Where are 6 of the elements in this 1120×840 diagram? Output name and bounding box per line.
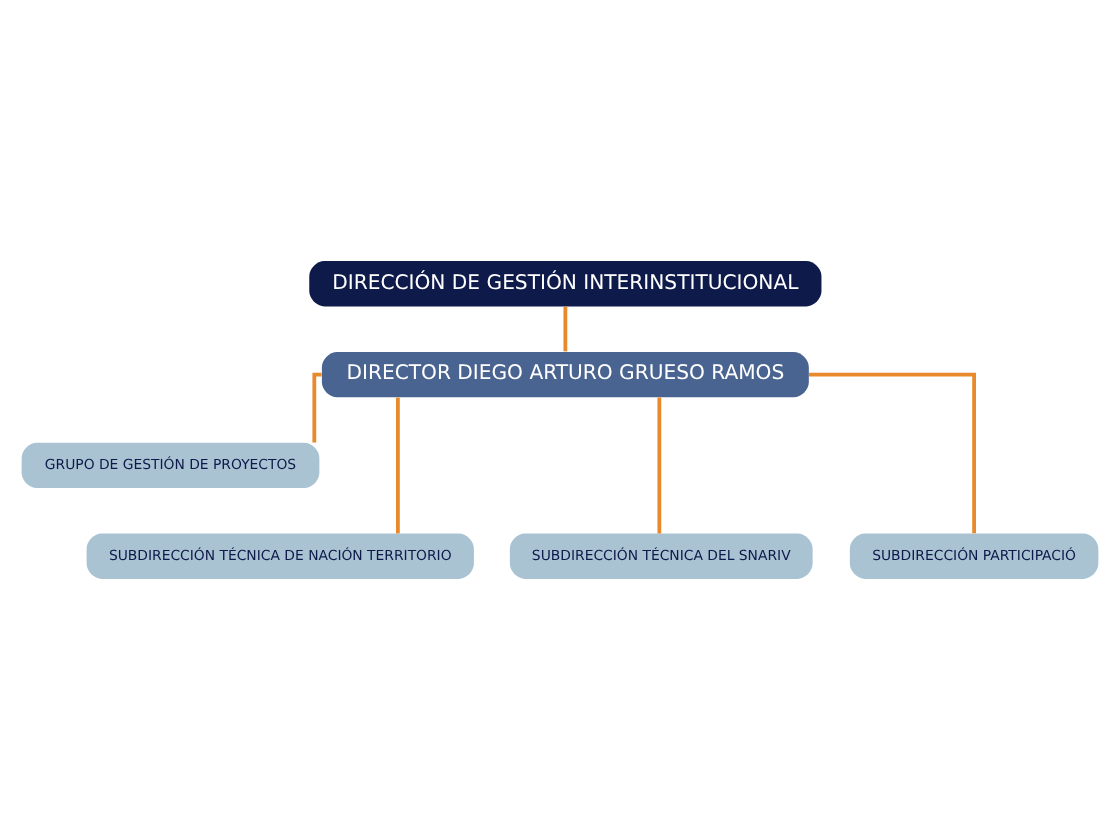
connector <box>396 397 400 534</box>
node-box: DIRECCIÓN DE GESTIÓN INTERINSTITUCIONAL <box>309 261 822 307</box>
connector <box>563 306 568 352</box>
node-box: DIRECTOR DIEGO ARTURO GRUESO RAMOS <box>321 351 809 398</box>
connector <box>657 397 662 534</box>
connector <box>809 372 976 534</box>
